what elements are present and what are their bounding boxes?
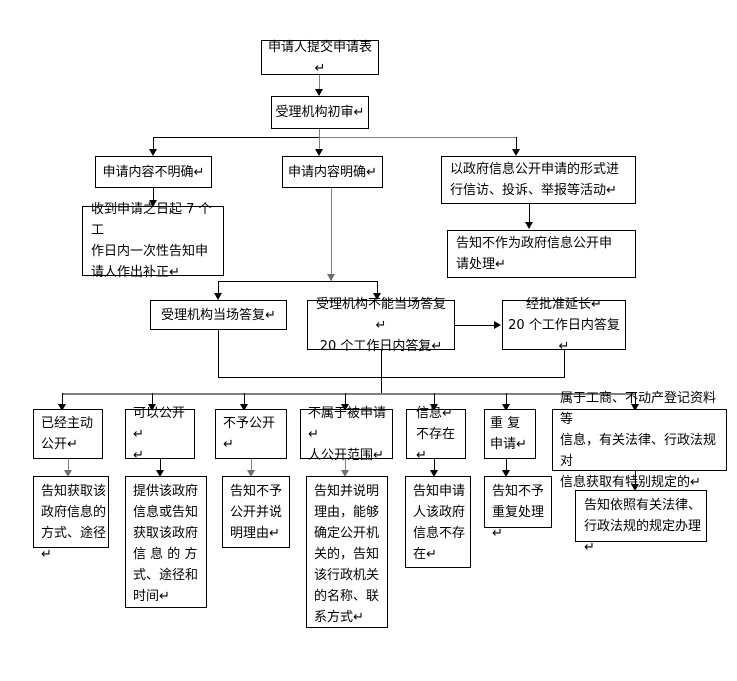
connector-review-distribute-left xyxy=(153,137,320,139)
connector-special-down xyxy=(635,471,637,489)
connector-extension-to-bus xyxy=(381,377,565,379)
arrow-review-to-unclear xyxy=(149,149,157,156)
arrow-bus-to-can-public xyxy=(148,404,156,411)
connector-outcome-bus xyxy=(62,393,636,395)
arrow-bus-to-not-exist xyxy=(430,404,438,411)
connector-not-exist-down xyxy=(434,459,436,474)
connector-review-to-clear xyxy=(319,137,321,154)
connector-extension-down xyxy=(564,350,566,378)
arrow-bus-to-no-public xyxy=(240,404,248,411)
connector-bus-to-already-public xyxy=(62,393,64,409)
node-inform-no-reprocess[interactable]: 告知不予 重复处理↵ xyxy=(484,476,552,541)
node-not-in-applicant-scope[interactable]: 不属于被申请↵ 人公开范围↵ xyxy=(300,406,393,463)
arrow-clear-stem xyxy=(327,274,335,281)
arrow-review-to-clear xyxy=(315,149,323,156)
arrow-review-to-petition xyxy=(512,149,520,156)
arrow-bus-to-special xyxy=(631,404,639,411)
connector-clear-distribute xyxy=(218,281,378,283)
node-info-not-exist[interactable]: 信息↵ 不存在↵ xyxy=(406,406,466,463)
connector-bus-to-duplicate xyxy=(506,393,508,409)
connector-not-in-scope-down xyxy=(345,459,347,474)
arrow-not-exist-down xyxy=(430,470,438,477)
connector-not-onsite-to-extension xyxy=(455,325,495,327)
node-content-clear[interactable]: 申请内容明确↵ xyxy=(282,156,383,188)
connector-clear-stem xyxy=(331,188,333,281)
connector-onsite-down xyxy=(218,330,220,378)
connector-review-to-petition xyxy=(516,137,518,154)
node-initial-review[interactable]: 受理机构初审↵ xyxy=(271,96,369,129)
node-content-unclear[interactable]: 申请内容不明确↵ xyxy=(95,156,212,188)
connector-bus-to-can-public xyxy=(152,393,154,409)
arrow-duplicate-down xyxy=(502,470,510,477)
node-onsite-reply[interactable]: 受理机构当场答复↵ xyxy=(150,300,287,330)
arrow-bus-to-not-in-scope xyxy=(341,404,349,411)
node-already-public[interactable]: 已经主动 公开↵ xyxy=(33,409,103,459)
connector-clear-to-not-onsite xyxy=(377,281,379,298)
connector-can-public-down xyxy=(160,459,162,474)
node-special-regulation[interactable]: 属于工商、不动产登记资料等 信息，有关法律、行政法规对 信息获取有特别规定的↵ xyxy=(552,391,727,490)
arrow-bus-to-already-public xyxy=(58,404,66,411)
node-petition-form[interactable]: 以政府信息公开申请的形式进 行信访、投诉、举报等活动↵ xyxy=(441,156,636,204)
node-provide-or-inform-method[interactable]: 提供该政府 信息或告知 获取该政府 信 息 的 方 式、途径和 时间↵ xyxy=(125,476,207,608)
arrow-not-onsite-to-extension xyxy=(494,321,501,329)
arrow-submit-to-review xyxy=(315,89,323,96)
node-inform-access-method[interactable]: 告知获取该 政府信息的 方式、途径↵ xyxy=(33,476,109,562)
arrow-not-public-down xyxy=(247,470,255,477)
connector-duplicate-down xyxy=(506,459,508,474)
connector-already-public-down xyxy=(68,459,70,474)
node-inform-reason-and-agency[interactable]: 告知并说明 理由，能够 确定公开机 关的，告知 该行政机关 的名称、联 系方式↵ xyxy=(306,476,388,628)
arrow-special-down xyxy=(631,484,639,491)
node-not-public[interactable]: 不予公开↵ xyxy=(215,409,287,459)
arrow-unclear-to-correction xyxy=(149,200,157,207)
arrow-bus-to-duplicate xyxy=(502,404,510,411)
connector-review-stem xyxy=(319,129,321,139)
connector-bus-to-not-exist xyxy=(434,393,436,409)
node-duplicate-request[interactable]: 重 复 申请↵ xyxy=(484,409,536,459)
node-not-treated-as-request[interactable]: 告知不作为政府信息公开申 请处理↵ xyxy=(447,230,636,278)
node-inform-handle-per-law[interactable]: 告知依照有关法律、 行政法规的规定办理↵ xyxy=(575,490,707,555)
arrow-clear-to-not-onsite xyxy=(373,293,381,300)
connector-submit-to-review xyxy=(319,75,321,95)
connector-unclear-to-correction xyxy=(153,188,155,205)
node-inform-info-not-exist[interactable]: 告知申请 人该政府 信息不存 在↵ xyxy=(405,476,471,568)
connector-not-public-down xyxy=(251,459,253,474)
arrow-can-public-down xyxy=(156,470,164,477)
node-approved-extension[interactable]: 经批准延长↵ 20 个工作日内答复↵ xyxy=(502,297,626,354)
node-request-correction[interactable]: 收到申请之日起 7 个工 作日内一次性告知申 请人作出补正↵ xyxy=(82,202,224,280)
arrow-petition-to-notice xyxy=(525,222,533,229)
connector-clear-to-onsite xyxy=(218,281,220,298)
node-inform-refusal-reason[interactable]: 告知不予 公开并说 明理由↵ xyxy=(222,476,290,548)
arrow-not-in-scope-down xyxy=(341,470,349,477)
arrow-clear-to-onsite xyxy=(214,293,222,300)
connector-bus-to-special xyxy=(635,393,637,409)
node-submit-application[interactable]: 申请人提交申请表↵ xyxy=(261,40,379,76)
connector-petition-to-notice xyxy=(529,204,531,228)
connector-onsite-to-bus xyxy=(218,377,382,379)
connector-review-to-unclear xyxy=(153,137,155,154)
arrow-already-public-down xyxy=(64,470,72,477)
node-cannot-reply-onsite[interactable]: 受理机构不能当场答复↵ 20 个工作日内答复↵ xyxy=(307,297,455,354)
connector-bus-to-no-public xyxy=(244,393,246,409)
connector-review-distribute-right xyxy=(319,137,517,139)
connector-not-onsite-down xyxy=(381,350,383,394)
node-can-be-public[interactable]: 可以公开↵ ↵ xyxy=(125,406,195,463)
connector-bus-to-not-in-scope xyxy=(345,393,347,409)
